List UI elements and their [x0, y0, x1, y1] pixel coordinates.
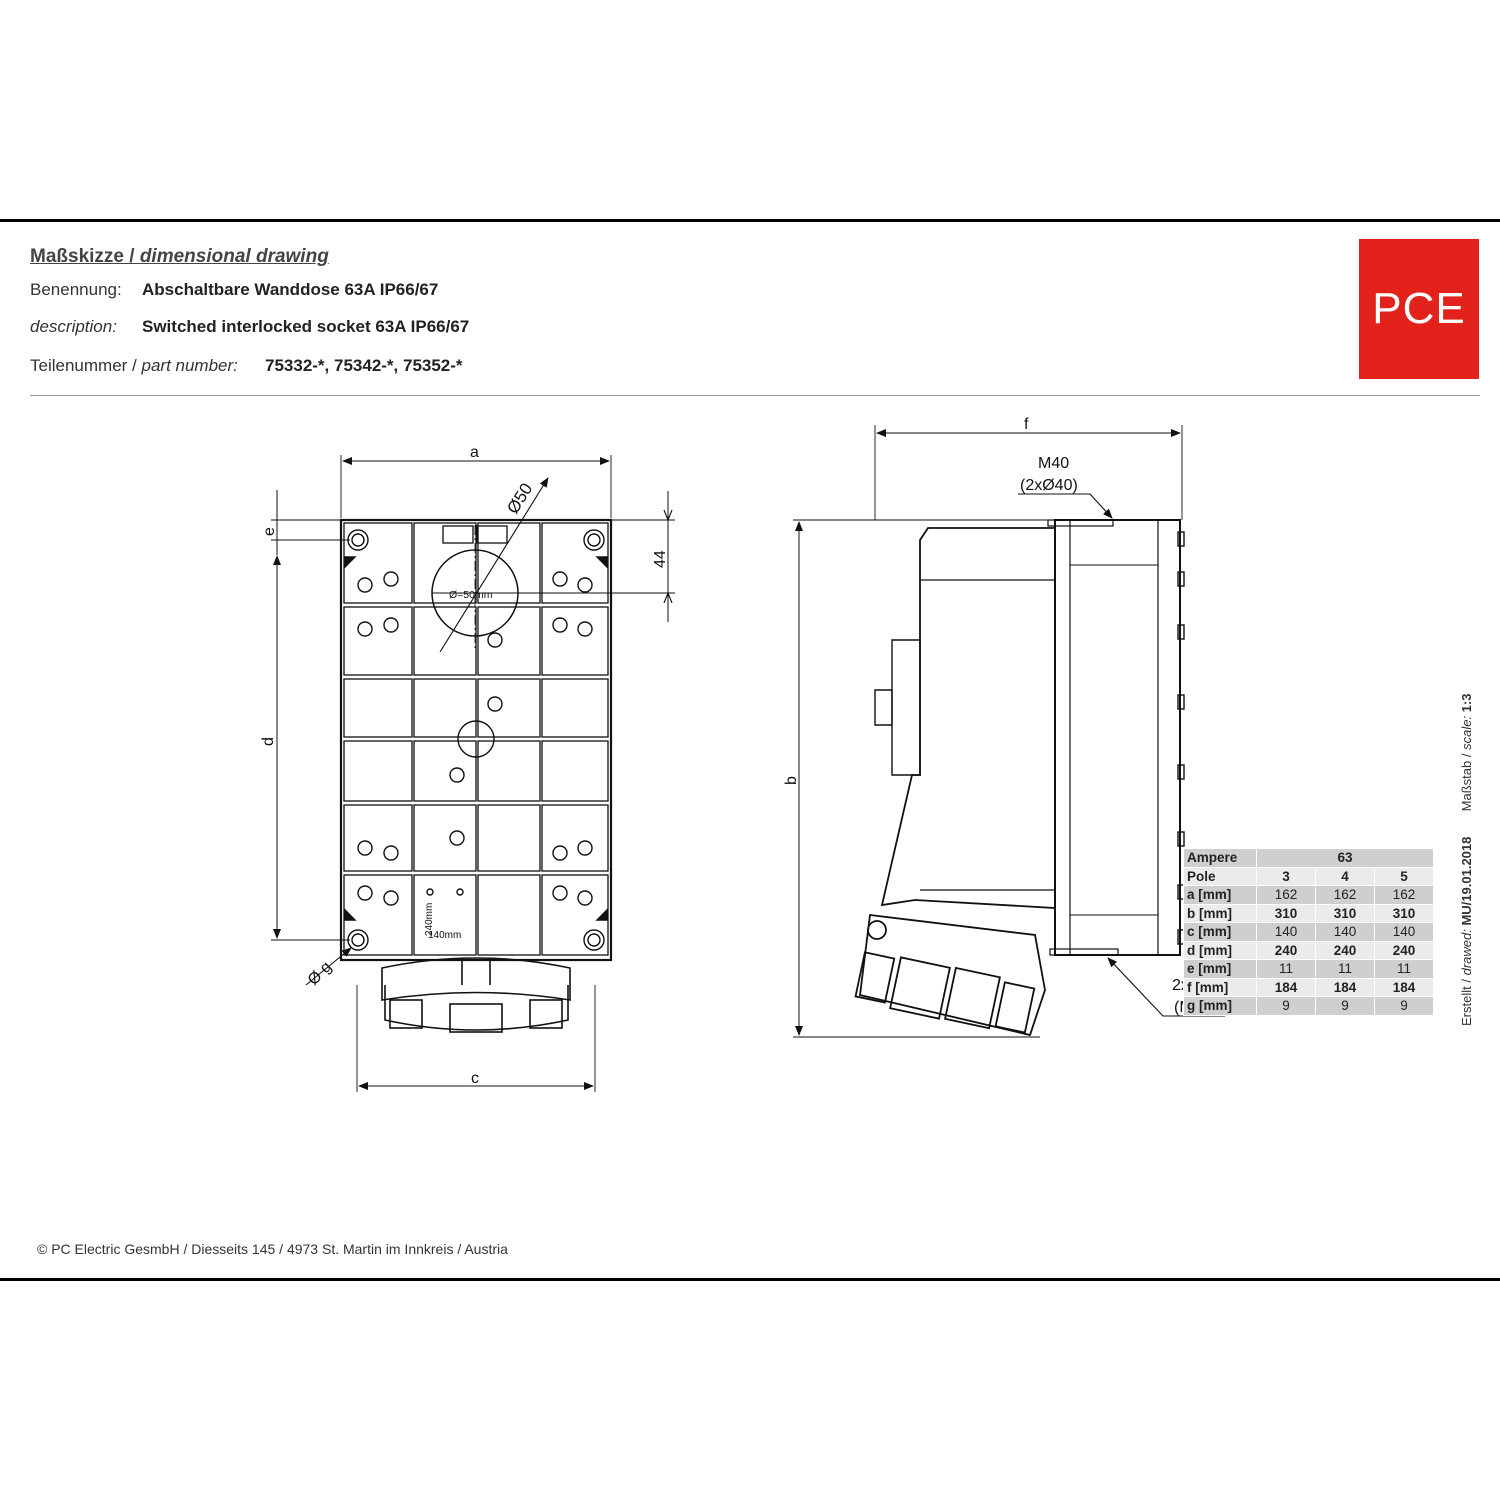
- corner-screws: [344, 529, 608, 951]
- cell: 240: [1256, 940, 1316, 960]
- dim-b-label: b: [783, 776, 800, 785]
- front-enclosure: [339, 518, 613, 962]
- row-label: g [mm]: [1183, 996, 1257, 1016]
- dim-a-label: a: [470, 444, 479, 461]
- name-value: Abschaltbare Wanddose 63A IP66/67: [142, 280, 439, 299]
- m40-top-leader: [1018, 493, 1113, 519]
- row-label: d [mm]: [1183, 940, 1257, 960]
- cell: 240: [1315, 940, 1375, 960]
- description-value: Switched interlocked socket 63A IP66/67: [142, 317, 470, 336]
- row-label: b [mm]: [1183, 903, 1257, 923]
- table-row: f [mm] 184 184 184: [1183, 977, 1434, 997]
- cell: 11: [1315, 959, 1375, 979]
- copyright-text: © PC Electric GesmbH / Diesseits 145 / 4…: [37, 1241, 508, 1257]
- row-label: c [mm]: [1183, 922, 1257, 942]
- cell: 162: [1374, 885, 1434, 905]
- side-cover: [1054, 519, 1181, 956]
- cell: 162: [1256, 885, 1316, 905]
- part-number-label: Teilenummer / part number:: [30, 356, 238, 375]
- part-number-value: 75332-*, 75342-*, 75352-*: [265, 356, 463, 375]
- dim-c-label: c: [471, 1070, 479, 1087]
- cell: 310: [1256, 903, 1316, 923]
- cell: 310: [1315, 903, 1375, 923]
- phi-g-leader: [305, 947, 352, 986]
- table-row: Pole 3 4 5: [1183, 866, 1434, 886]
- cell: 162: [1315, 885, 1375, 905]
- mark-240: 240mm: [424, 903, 435, 936]
- wall-boss: [891, 639, 921, 776]
- cell: 11: [1256, 959, 1316, 979]
- drawing-metadata: Erstellt / drawed: MU/19.01.2018 Maßstab…: [1459, 693, 1474, 1026]
- table-row: c [mm] 140 140 140: [1183, 922, 1434, 942]
- ampere-header: Ampere: [1183, 848, 1257, 868]
- dim-e-label: e: [261, 527, 278, 536]
- side-view: f M40 (2xØ40) 2xØ40 (M40) b: [783, 416, 1225, 1038]
- cell: 184: [1374, 977, 1434, 997]
- cell: 3: [1256, 866, 1316, 886]
- cell: 9: [1256, 996, 1316, 1016]
- page-title: Maßskizze / dimensional drawing: [30, 246, 329, 267]
- side-socket: [854, 913, 1046, 1037]
- cell: 240: [1374, 940, 1434, 960]
- pce-logo: PCE: [1359, 239, 1479, 379]
- cell: 140: [1256, 922, 1316, 942]
- phi50-label: Ø50: [503, 480, 536, 517]
- row-label: Pole: [1183, 866, 1257, 886]
- cell: 310: [1374, 903, 1434, 923]
- mark-140: 140mm: [428, 930, 461, 941]
- row-label: f [mm]: [1183, 977, 1257, 997]
- dim-f-label: f: [1024, 416, 1029, 433]
- cell: 9: [1374, 996, 1434, 1016]
- name-label: Benennung:: [30, 280, 122, 299]
- m40-top-sub-label: (2xØ40): [1020, 477, 1078, 494]
- cell: 4: [1315, 866, 1375, 886]
- dim-44-label: 44: [652, 550, 669, 568]
- row-label: a [mm]: [1183, 885, 1257, 905]
- dim-44-arrows: [663, 509, 673, 604]
- table-row: e [mm] 11 11 11: [1183, 959, 1434, 979]
- m40-top-label: M40: [1038, 455, 1069, 472]
- dimension-table: Ampere 63 Pole 3 4 5 a [mm] 162 162 162 …: [1183, 848, 1434, 1016]
- side-housing: [880, 527, 1056, 909]
- cell: 11: [1374, 959, 1434, 979]
- cell: 5: [1374, 866, 1434, 886]
- drawing-sheet: Maßskizze / dimensional drawing Benennun…: [0, 219, 1500, 1281]
- header-divider: [30, 395, 1480, 396]
- m40-bottom-leader: [1107, 957, 1225, 1017]
- table-row: b [mm] 310 310 310: [1183, 903, 1434, 923]
- table-row: a [mm] 162 162 162: [1183, 885, 1434, 905]
- cell: 140: [1315, 922, 1375, 942]
- dim-d-label: d: [260, 737, 277, 746]
- phi50-leader: [439, 477, 549, 653]
- description-label: description:: [30, 317, 117, 336]
- table-row: g [mm] 9 9 9: [1183, 996, 1434, 1016]
- front-panel-grid: [343, 522, 609, 956]
- front-view: Ø=50mm Ø50 240mm 140mm a 44: [260, 444, 675, 1092]
- table-row: d [mm] 240 240 240: [1183, 940, 1434, 960]
- hole-diameter-label: Ø=50mm: [449, 589, 493, 601]
- cell: 9: [1315, 996, 1375, 1016]
- cell: 184: [1315, 977, 1375, 997]
- front-socket-ring: [381, 957, 571, 1033]
- phi-g-label: Ø g: [305, 959, 335, 989]
- top-slot-right: [476, 525, 508, 544]
- mounting-holes: [357, 571, 593, 906]
- row-label: e [mm]: [1183, 959, 1257, 979]
- ampere-value: 63: [1256, 848, 1434, 868]
- cell: 184: [1256, 977, 1316, 997]
- top-slot-left: [442, 525, 474, 544]
- cell: 140: [1374, 922, 1434, 942]
- table-row-ampere: Ampere 63: [1183, 848, 1434, 868]
